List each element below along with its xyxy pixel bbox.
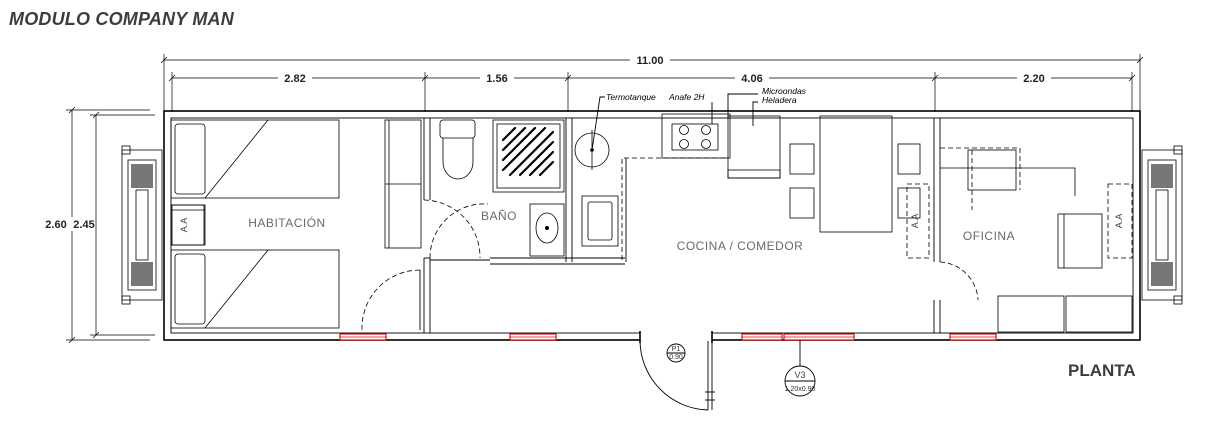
label-microwave: Microondas <box>762 86 807 96</box>
label-cooktop: Anafe 2H <box>668 92 705 102</box>
entrance-door <box>639 340 715 411</box>
window-tag-code: V3 <box>794 370 805 380</box>
ac-label-bedroom: A.A <box>179 218 189 233</box>
dim-height-outer: 2.60 <box>45 219 66 231</box>
window-tag-size: 1.20x0.90 <box>785 386 816 393</box>
bedroom: HABITACIÓN <box>170 119 481 331</box>
door-tag: P1 0.90 <box>666 343 686 363</box>
dimensions: 11.00 2.82 1.56 4.06 2.20 2.60 2 <box>40 53 1144 344</box>
room-label-bathroom: BAÑO <box>481 209 517 223</box>
plan-label: PLANTA <box>1068 361 1136 380</box>
label-fridge: Heladera <box>762 95 797 105</box>
room-label-bedroom: HABITACIÓN <box>248 215 325 230</box>
door-tag-size: 0.90 <box>669 354 683 361</box>
dim-segment-3: 4.06 <box>741 73 762 85</box>
kitchen-dining: Termotanque Anafe 2H Microondas Heladera… <box>574 86 921 253</box>
door-tag-code: P1 <box>672 346 681 353</box>
exterior-left <box>121 145 163 305</box>
dim-height-inner: 2.45 <box>73 219 94 231</box>
ac-label-kitchen: A.A <box>910 214 920 229</box>
room-label-kitchen: COCINA / COMEDOR <box>677 239 804 253</box>
bathroom: BAÑO <box>429 119 565 261</box>
office: OFICINA <box>906 147 1133 333</box>
ac-units: A.A A.A A.A <box>171 204 1124 246</box>
label-water-heater: Termotanque <box>606 92 656 102</box>
windows <box>339 333 997 341</box>
dim-segment-2: 1.56 <box>486 73 507 85</box>
dim-segment-1: 2.82 <box>284 73 305 85</box>
drawing-title: MODULO COMPANY MAN <box>9 9 234 29</box>
ac-label-office: A.A <box>1114 214 1124 229</box>
dim-segment-4: 2.20 <box>1023 73 1044 85</box>
dim-total: 11.00 <box>637 55 664 67</box>
exterior-right <box>1141 145 1183 305</box>
room-label-office: OFICINA <box>963 229 1015 243</box>
window-tag: V3 1.20x0.90 <box>784 340 816 397</box>
